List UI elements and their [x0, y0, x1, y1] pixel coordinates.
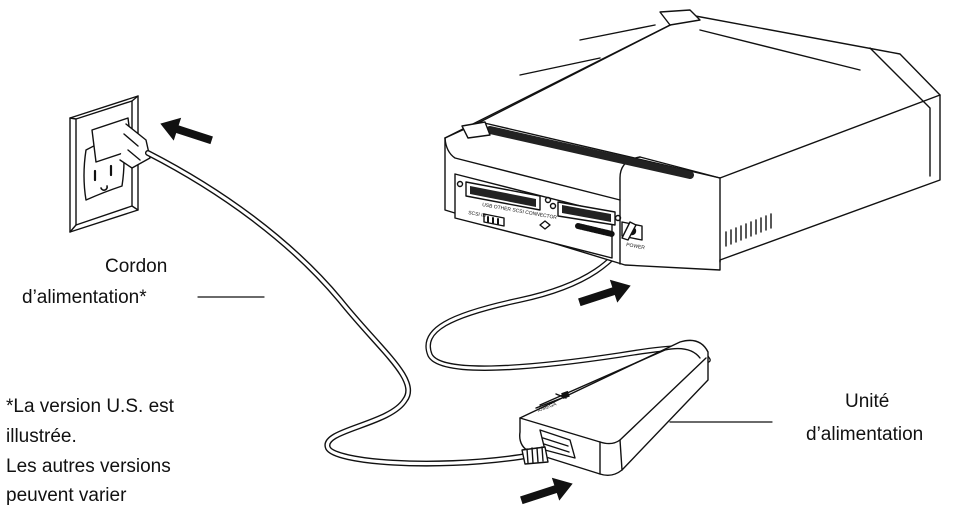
- dc-plug: [621, 221, 637, 241]
- cord-label-line2: d’alimentation*: [22, 287, 147, 308]
- note-line1: *La version U.S. est: [6, 396, 174, 417]
- note-line3: Les autres versions: [6, 456, 171, 477]
- note-line2: illustrée.: [6, 426, 77, 447]
- arrow-to-device: [578, 279, 631, 307]
- unit-label-line2: d’alimentation: [806, 424, 924, 445]
- adapter-inlet-plug: [521, 429, 576, 465]
- power-port-label: POWER: [626, 242, 646, 251]
- power-adapter: IOMEGA: [519, 339, 709, 477]
- arrow-to-adapter: [520, 477, 573, 505]
- external-drive: USB OTHER SCSI CONNECTOR SCSI ID POWER: [444, 9, 941, 271]
- scsi-id-label: SCSI ID: [468, 210, 487, 219]
- unit-label-line1: Unité: [845, 391, 890, 412]
- cord-label-line1: Cordon: [105, 256, 168, 277]
- arrow-to-outlet: [160, 117, 213, 145]
- wall-plug: [91, 117, 151, 169]
- note-line4: peuvent varier: [6, 485, 127, 506]
